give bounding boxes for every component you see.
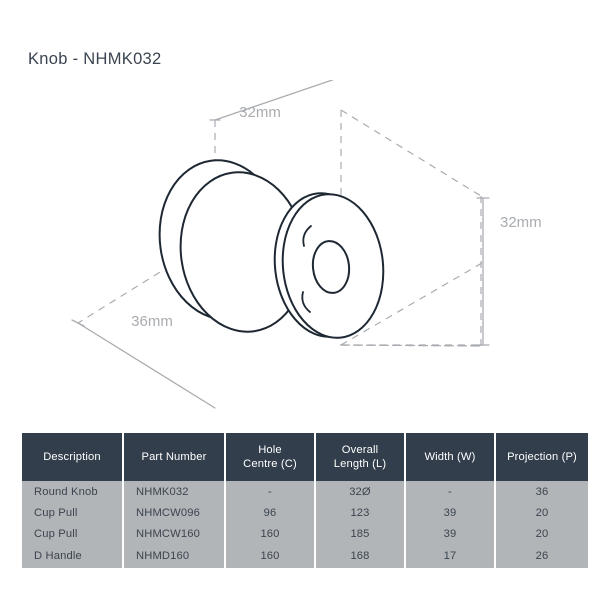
construction-lines-floor	[340, 196, 483, 346]
cell-width: 39	[406, 502, 494, 523]
dimension-label-depth-bottom: 36mm	[131, 313, 173, 330]
cell-part-number: NHMK032	[124, 481, 224, 502]
cell-width: 17	[406, 544, 494, 568]
dimension-label-height-right: 32mm	[500, 214, 542, 231]
cell-description: Round Knob	[22, 481, 122, 502]
base-plate-centre-hole	[311, 240, 351, 294]
product-drawing: 32mm 32mm 36mm	[0, 80, 600, 410]
column-header-overall-length: Overall Length (L)	[316, 433, 404, 481]
column-header-part-number: Part Number	[124, 433, 224, 481]
column-header-text: Width (W)	[424, 451, 476, 463]
specification-table: Description Part Number Hole Centre (C) …	[20, 433, 590, 568]
cell-part-number: NHMCW160	[124, 523, 224, 544]
column-header-width: Width (W)	[406, 433, 494, 481]
cell-overall-length: 123	[316, 502, 404, 523]
cell-width: -	[406, 481, 494, 502]
column-header-projection: Projection (P)	[496, 433, 588, 481]
table-row: D Handle NHMD160 160 168 17 26	[22, 544, 588, 568]
dimension-label-width-top: 32mm	[239, 104, 281, 121]
column-header-text: Description	[43, 451, 101, 463]
cell-part-number: NHMD160	[124, 544, 224, 568]
column-header-text: Part Number	[141, 451, 207, 463]
table-row: Round Knob NHMK032 - 32Ø - 36	[22, 481, 588, 502]
cell-overall-length: 32Ø	[316, 481, 404, 502]
cell-overall-length: 168	[316, 544, 404, 568]
cell-hole-centre: -	[226, 481, 314, 502]
table-row: Cup Pull NHMCW096 96 123 39 20	[22, 502, 588, 523]
column-header-text-line2: Length (L)	[333, 458, 387, 470]
cell-hole-centre: 160	[226, 544, 314, 568]
cell-projection: 26	[496, 544, 588, 568]
column-header-hole-centre: Hole Centre (C)	[226, 433, 314, 481]
cell-width: 39	[406, 523, 494, 544]
round-knob-isometric-drawing: 32mm 32mm 36mm	[71, 80, 542, 409]
cell-overall-length: 185	[316, 523, 404, 544]
dimension-lines	[71, 80, 490, 409]
cell-projection: 20	[496, 502, 588, 523]
column-header-text: Projection (P)	[507, 451, 577, 463]
cell-hole-centre: 160	[226, 523, 314, 544]
cell-description: Cup Pull	[22, 502, 122, 523]
cell-projection: 20	[496, 523, 588, 544]
cell-description: Cup Pull	[22, 523, 122, 544]
table-row: Cup Pull NHMCW160 160 185 39 20	[22, 523, 588, 544]
page-title: Knob - NHMK032	[28, 50, 162, 68]
cell-hole-centre: 96	[226, 502, 314, 523]
column-header-text-line1: Overall	[341, 444, 379, 456]
column-header-text-line1: Hole	[258, 444, 282, 456]
cell-description: D Handle	[22, 544, 122, 568]
column-header-description: Description	[22, 433, 122, 481]
table-header-row: Description Part Number Hole Centre (C) …	[22, 433, 588, 481]
cell-projection: 36	[496, 481, 588, 502]
column-header-text-line2: Centre (C)	[243, 458, 297, 470]
cell-part-number: NHMCW096	[124, 502, 224, 523]
shank-detail-arcs	[301, 225, 312, 313]
